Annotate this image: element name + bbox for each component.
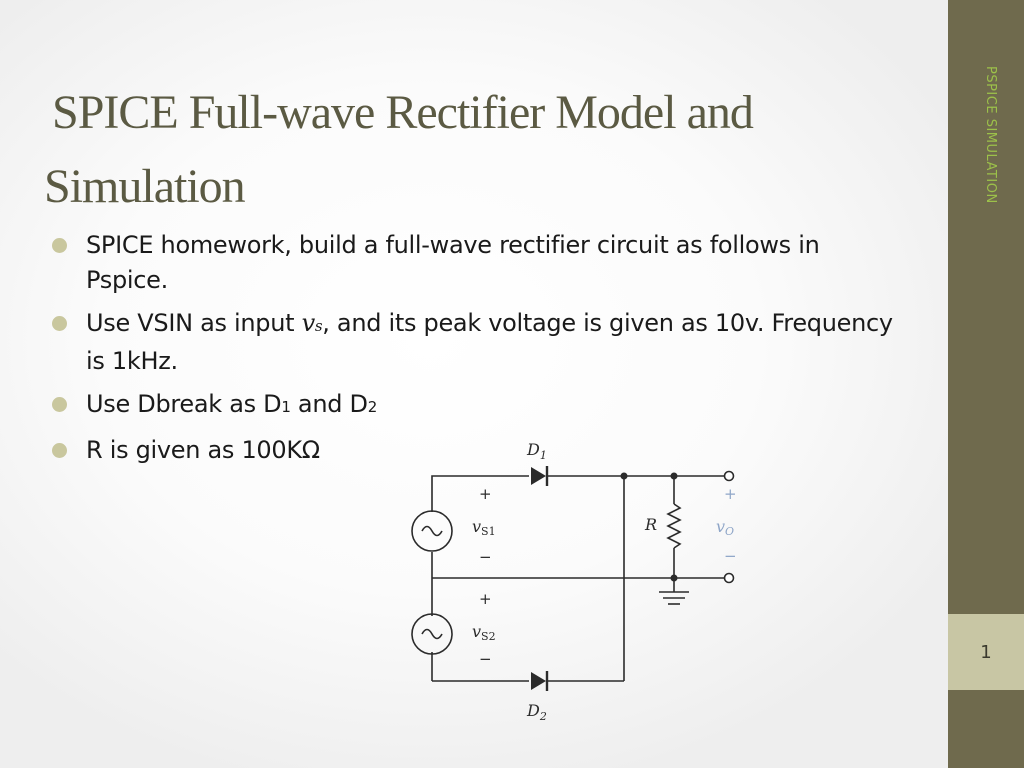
bullet-dot-icon: [52, 443, 67, 458]
slide-title: SPICE Full-wave Rectifier Model and Simu…: [44, 76, 924, 224]
bullet-text: SPICE homework, build a full-wave rectif…: [86, 231, 820, 294]
bullet-text-post: , and its peak voltage is given as 10v. …: [86, 309, 893, 375]
bullet-text-mid: and D: [290, 390, 368, 418]
slide-title-line1: SPICE Full-wave Rectifier Model and: [52, 86, 754, 139]
output-terminal-bottom-icon: [723, 572, 735, 584]
diode-sub-1: 1: [281, 398, 291, 416]
vs2-minus-sign: −: [479, 650, 492, 668]
bullet-dot-icon: [52, 238, 67, 253]
output-voltage-label: vO: [716, 517, 734, 538]
bullet-text: R is given as 100KΩ: [86, 436, 320, 464]
diode-d1-icon: [531, 466, 549, 486]
slide-title-line2: Simulation: [44, 160, 246, 213]
sidebar-section-label: PSPICE SIMULATION: [983, 66, 998, 204]
page-number: 1: [980, 641, 992, 663]
vo-plus-sign: +: [724, 485, 737, 503]
bullet-text-pre: Use VSIN as input: [86, 309, 302, 337]
bullet-dot-icon: [52, 397, 67, 412]
junction-dots: [620, 472, 678, 582]
vs1-minus-sign: −: [479, 548, 492, 566]
vs1-plus-sign: +: [479, 485, 492, 503]
diode-d2-icon: [531, 671, 549, 691]
bullet-item: SPICE homework, build a full-wave rectif…: [46, 228, 896, 298]
source-vs1-icon: [411, 510, 453, 552]
diode-d2-label: D2: [526, 701, 547, 723]
bullet-dot-icon: [52, 316, 67, 331]
resistor-label: R: [644, 515, 657, 534]
bullet-item: Use Dbreak as D1 and D2: [46, 387, 896, 425]
input-variable-sub: s: [314, 317, 323, 335]
bullet-item: R is given as 100KΩ: [46, 433, 896, 468]
vo-minus-sign: −: [724, 547, 737, 565]
output-terminal-top-icon: [723, 470, 735, 482]
bullet-text-pre: Use Dbreak as D: [86, 390, 282, 418]
circuit-wires: [411, 470, 735, 682]
rectifier-circuit-diagram: D1 D2 R vS1 vS2 vO + − + − + −: [411, 440, 737, 723]
bullet-item: Use VSIN as input vs, and its peak volta…: [46, 306, 896, 379]
bullet-list: SPICE homework, build a full-wave rectif…: [46, 228, 896, 476]
source-vs2-label: vS2: [472, 622, 496, 643]
source-vs1-label: vS1: [472, 517, 496, 538]
diode-d1-label: D1: [526, 440, 547, 462]
diode-sub-2: 2: [367, 398, 378, 416]
page-number-box: 1: [948, 614, 1024, 690]
slide-canvas: [0, 0, 948, 768]
input-variable: v: [301, 309, 316, 337]
vs2-plus-sign: +: [479, 590, 492, 608]
source-vs2-icon: [411, 613, 453, 655]
